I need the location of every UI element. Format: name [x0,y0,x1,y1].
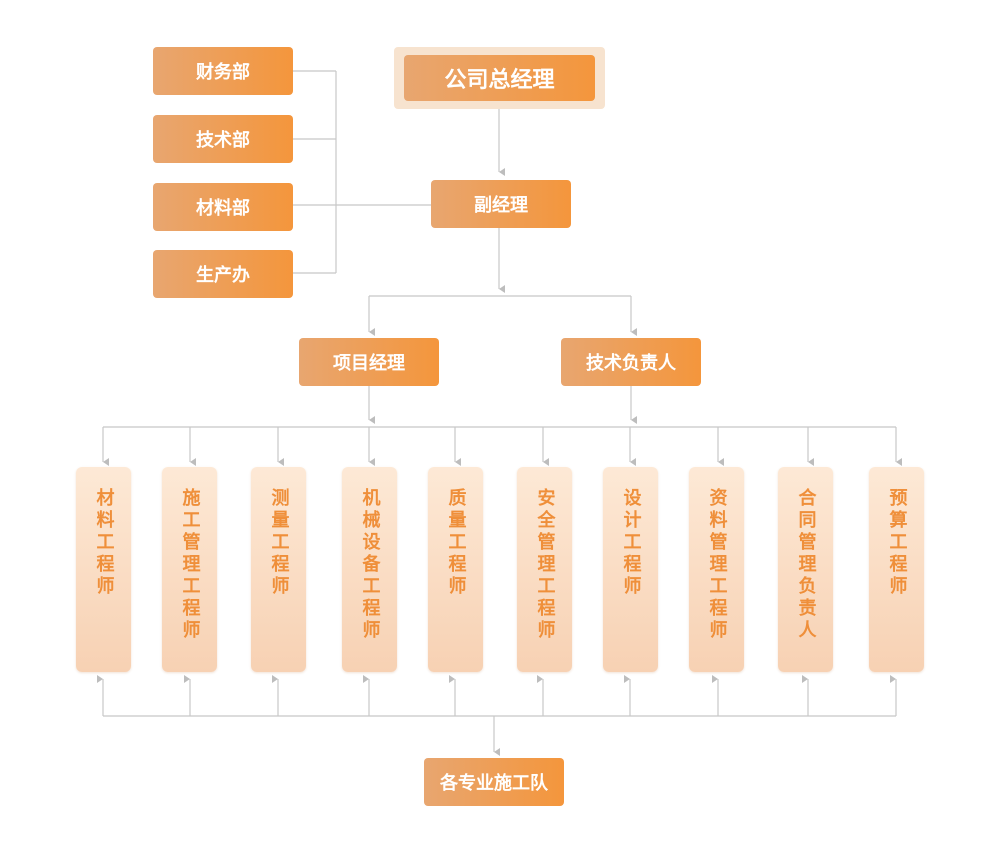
technical-lead: 技术负责人 [561,338,701,386]
dept-production-office: 生产办 [153,250,293,298]
engineer-label: 机械设备工程师 [359,488,381,642]
engineer-document-management: 资料管理工程师 [689,467,744,672]
engineer-design: 设计工程师 [603,467,658,672]
engineer-label: 质量工程师 [445,488,467,598]
project-manager: 项目经理 [299,338,439,386]
engineer-label: 测量工程师 [268,488,290,598]
contract-management-lead: 合同管理负责人 [778,467,833,672]
engineer-surveying: 测量工程师 [251,467,306,672]
engineer-budget: 预算工程师 [869,467,924,672]
engineer-label: 材料工程师 [93,488,115,598]
dept-materials: 材料部 [153,183,293,231]
engineer-label: 安全管理工程师 [534,488,556,642]
engineer-label: 施工管理工程师 [179,488,201,642]
engineer-mechanical-equipment: 机械设备工程师 [342,467,397,672]
general-manager: 公司总经理 [404,55,595,101]
engineer-quality: 质量工程师 [428,467,483,672]
engineer-label: 合同管理负责人 [795,488,817,642]
engineer-label: 预算工程师 [886,488,908,598]
construction-teams: 各专业施工队 [424,758,564,806]
dept-technology: 技术部 [153,115,293,163]
dept-finance: 财务部 [153,47,293,95]
deputy-manager: 副经理 [431,180,571,228]
engineer-materials: 材料工程师 [76,467,131,672]
engineer-label: 设计工程师 [620,488,642,598]
engineer-label: 资料管理工程师 [706,488,728,642]
engineer-construction-management: 施工管理工程师 [162,467,217,672]
engineer-safety-management: 安全管理工程师 [517,467,572,672]
